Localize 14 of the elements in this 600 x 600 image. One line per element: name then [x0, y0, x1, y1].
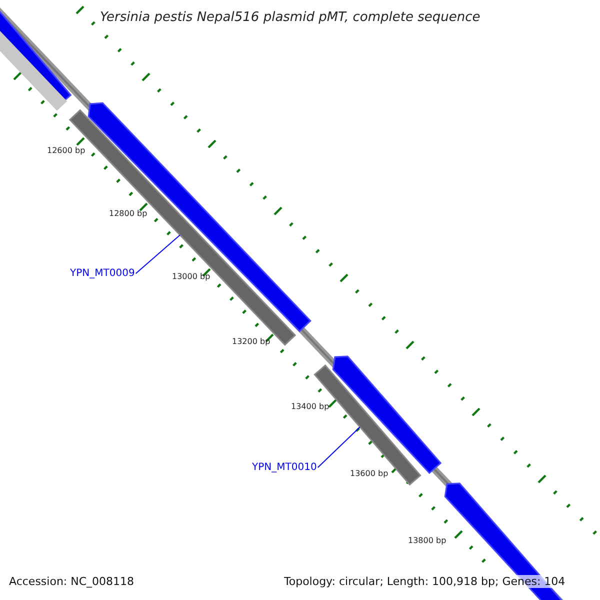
position-label: 13800 bp [408, 536, 446, 545]
accession-text: Accession: NC_008118 [9, 575, 134, 588]
position-label: 13200 bp [232, 337, 270, 346]
summary-text: Topology: circular; Length: 100,918 bp; Genes: 104 [284, 575, 566, 588]
position-label: 13400 bp [291, 402, 330, 411]
position-label: 12800 bp [109, 209, 148, 218]
position-label: 13600 bp [350, 469, 388, 478]
map-title: Yersinia pestis Nepal516 plasmid pMT, complete sequence [100, 10, 480, 25]
gene-label: YPN_MT0009 [70, 268, 135, 279]
position-label: 13000 bp [172, 272, 210, 281]
gene-label: YPN_MT0010 [252, 462, 317, 473]
leader-line [135, 234, 180, 274]
leader-line [317, 426, 360, 468]
position-label: 12600 bp [47, 146, 86, 155]
